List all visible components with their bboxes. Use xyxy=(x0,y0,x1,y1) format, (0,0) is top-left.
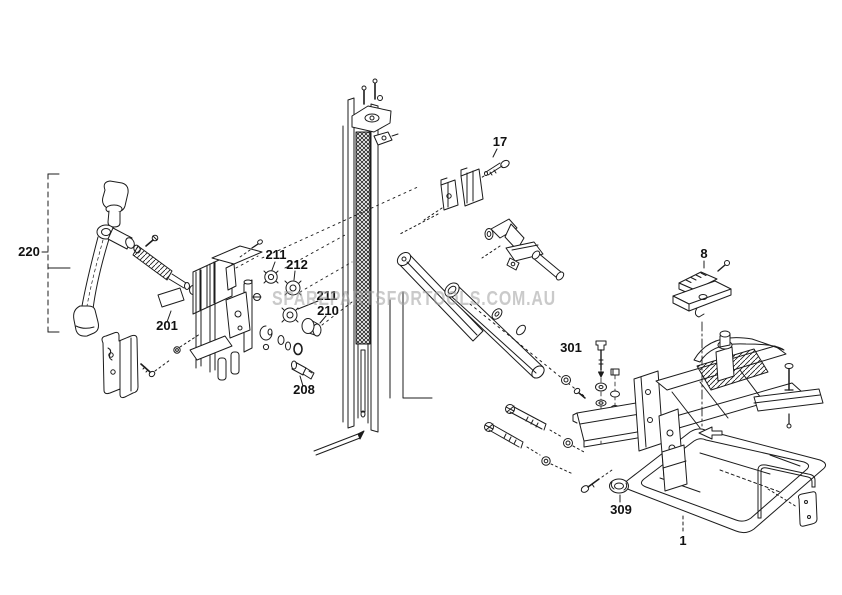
part-label-211b: 211 xyxy=(317,288,338,303)
crank-arm xyxy=(481,218,565,281)
carriage-bolts xyxy=(484,404,585,475)
base-assembly xyxy=(572,321,826,534)
part-label-208: 208 xyxy=(293,382,315,397)
stop-bracket-17 xyxy=(399,148,510,235)
clamp-pad-8 xyxy=(672,260,732,318)
part-label-201: 201 xyxy=(156,318,178,333)
watermark-text: SPAREPARTSFORTOOLS.COM.AU xyxy=(272,288,556,310)
part-label-1: 1 xyxy=(679,533,686,548)
carriage-assembly-center xyxy=(157,185,421,387)
part-labels: 220 201 211 212 211 210 208 17 8 301 309… xyxy=(18,134,707,548)
part-label-301: 301 xyxy=(560,340,582,355)
mount-bracket-left xyxy=(101,331,201,399)
part-label-212: 212 xyxy=(286,257,308,272)
part-label-8: 8 xyxy=(700,246,707,261)
cylinder-assembly xyxy=(396,251,586,399)
part-label-220: 220 xyxy=(18,244,40,259)
mast-column xyxy=(313,78,433,456)
part-label-211a: 211 xyxy=(266,247,287,262)
handle-assembly-220 xyxy=(41,173,210,337)
part-label-309: 309 xyxy=(610,502,632,517)
part-label-17: 17 xyxy=(493,134,507,149)
part-label-210: 210 xyxy=(317,303,339,318)
